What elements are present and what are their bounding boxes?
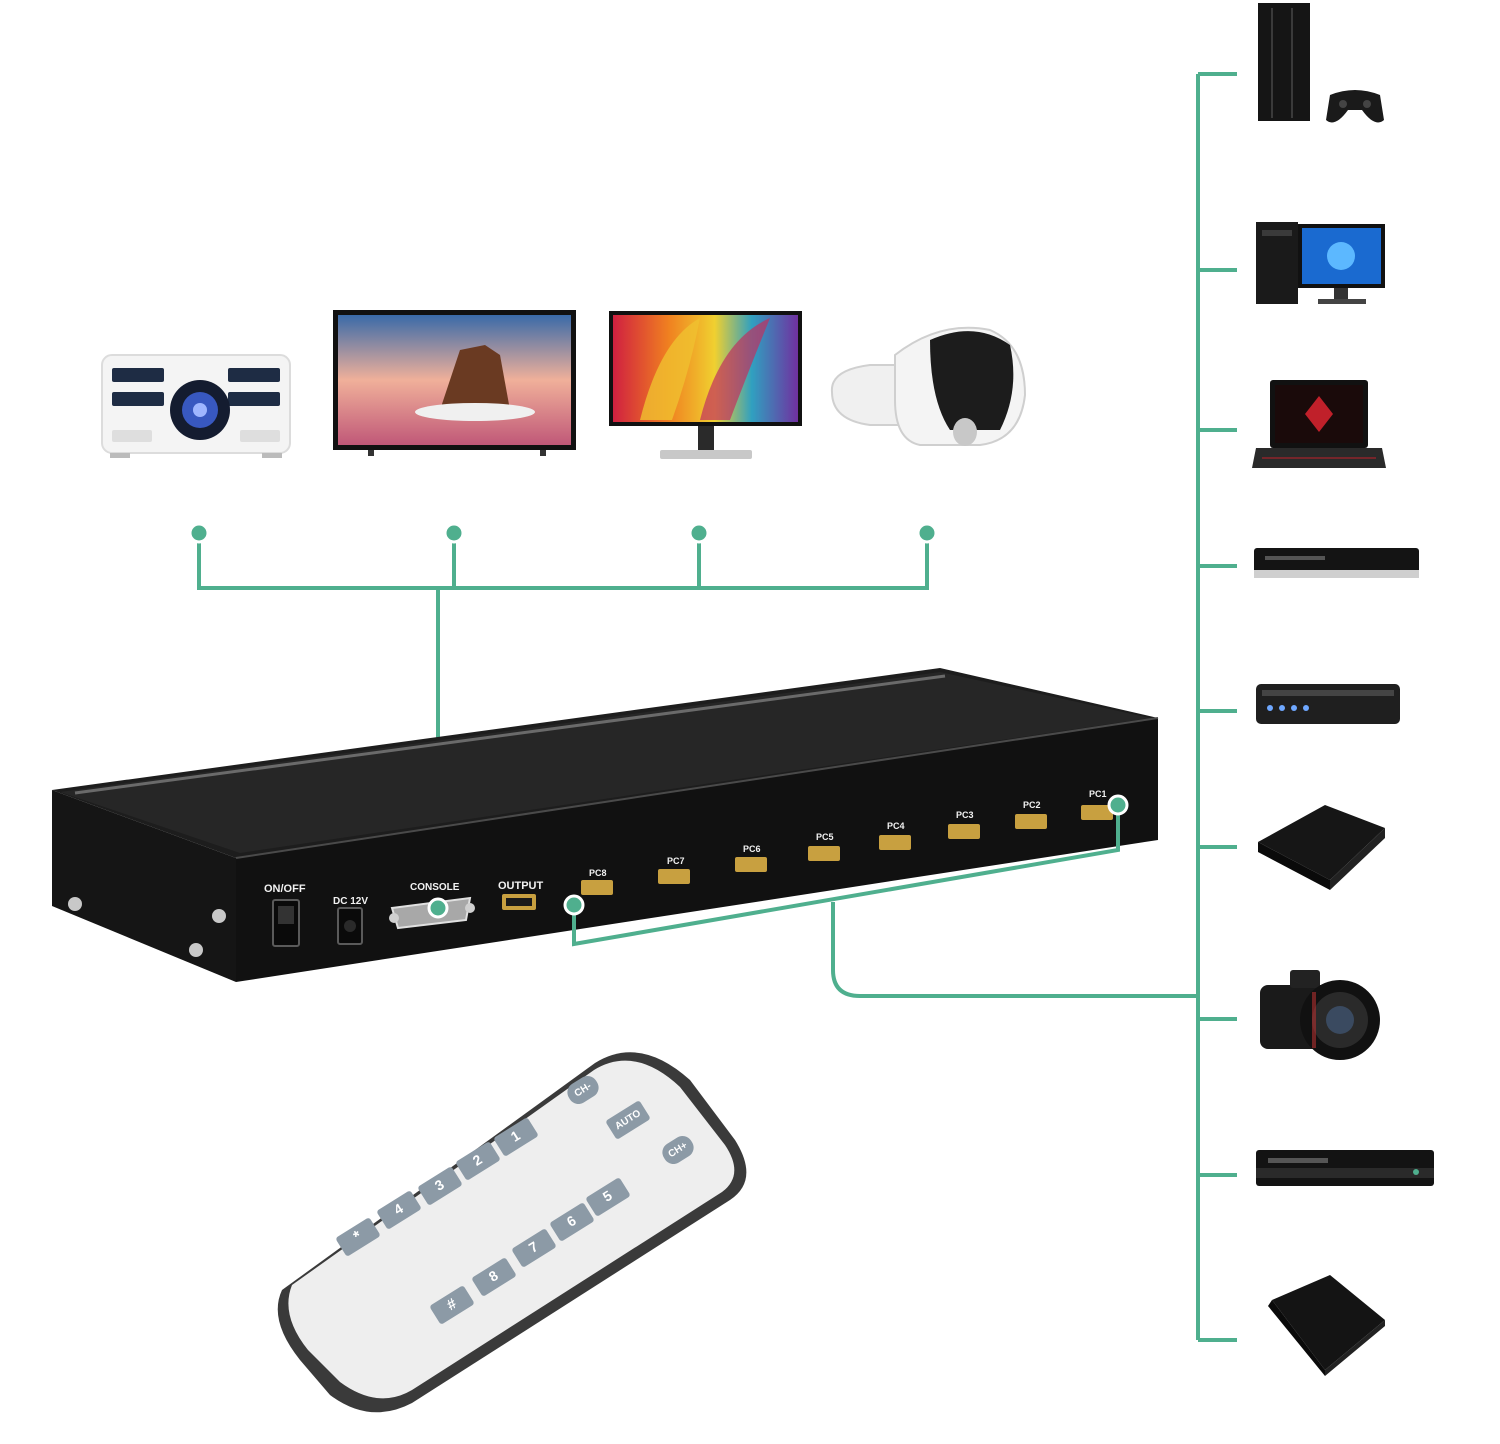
input-label-pc2: PC2 <box>1023 800 1041 810</box>
power-label: ON/OFF <box>264 883 306 895</box>
camera-icon <box>1260 970 1380 1060</box>
hdmi-input-pc5 <box>808 846 840 861</box>
dvd-player-icon <box>1256 1150 1434 1186</box>
monitor-icon <box>609 311 802 459</box>
key-7 <box>512 1229 556 1267</box>
hdmi-input-pc3 <box>948 824 980 839</box>
hdmi-input-pc6 <box>735 857 767 872</box>
hdmi-input-pc7 <box>658 869 690 884</box>
input-label-pc6: PC6 <box>743 844 761 854</box>
key-2 <box>456 1142 500 1180</box>
ch-minus-key <box>567 1075 599 1105</box>
key-5 <box>586 1178 630 1216</box>
key-hash <box>430 1286 474 1324</box>
key-star <box>336 1218 380 1256</box>
key-8 <box>472 1258 516 1296</box>
auto-key <box>606 1101 650 1139</box>
dc-label: DC 12V <box>333 896 368 907</box>
key-4 <box>377 1191 421 1229</box>
hdmi-input-pc8 <box>581 880 613 895</box>
input-label-pc8: PC8 <box>589 868 607 878</box>
projector-icon <box>101 354 291 458</box>
input-bracket-line <box>427 794 1129 947</box>
input-label-pc1: PC1 <box>1089 789 1107 799</box>
console-label: CONSOLE <box>410 882 460 893</box>
output-label: OUTPUT <box>498 880 544 892</box>
key-6 <box>550 1203 594 1241</box>
key-3 <box>418 1167 462 1205</box>
tv-icon <box>333 310 576 456</box>
bluray-player-icon <box>1254 548 1419 578</box>
input-label-pc3: PC3 <box>956 810 974 820</box>
connector-dots <box>188 522 938 544</box>
streaming-box-icon <box>1268 1275 1385 1376</box>
game-console-icon <box>1258 3 1384 123</box>
desktop-pc-icon <box>1256 222 1385 304</box>
hdmi-input-pc1 <box>1081 805 1113 820</box>
set-top-box-icon <box>1256 684 1400 724</box>
input-label-pc4: PC4 <box>887 821 905 831</box>
hdmi-input-pc2 <box>1015 814 1047 829</box>
media-box-icon <box>1258 805 1385 890</box>
vr-headset-icon <box>830 326 1027 446</box>
input-label-pc7: PC7 <box>667 856 685 866</box>
hdmi-input-pc4 <box>879 835 911 850</box>
laptop-icon <box>1252 380 1386 468</box>
ch-plus-key <box>662 1135 694 1165</box>
key-1 <box>494 1118 538 1156</box>
input-label-pc5: PC5 <box>816 832 834 842</box>
input-connector-lines <box>831 72 1237 1342</box>
hdmi-switch-device: ON/OFF DC 12V CONSOLE OUTPUT PC8 PC7 PC6… <box>52 668 1159 982</box>
remote-control: CH- AUTO CH+ 1 2 3 4 5 6 7 8 * # <box>277 1052 747 1413</box>
hdmi-input-ports <box>581 805 1113 895</box>
